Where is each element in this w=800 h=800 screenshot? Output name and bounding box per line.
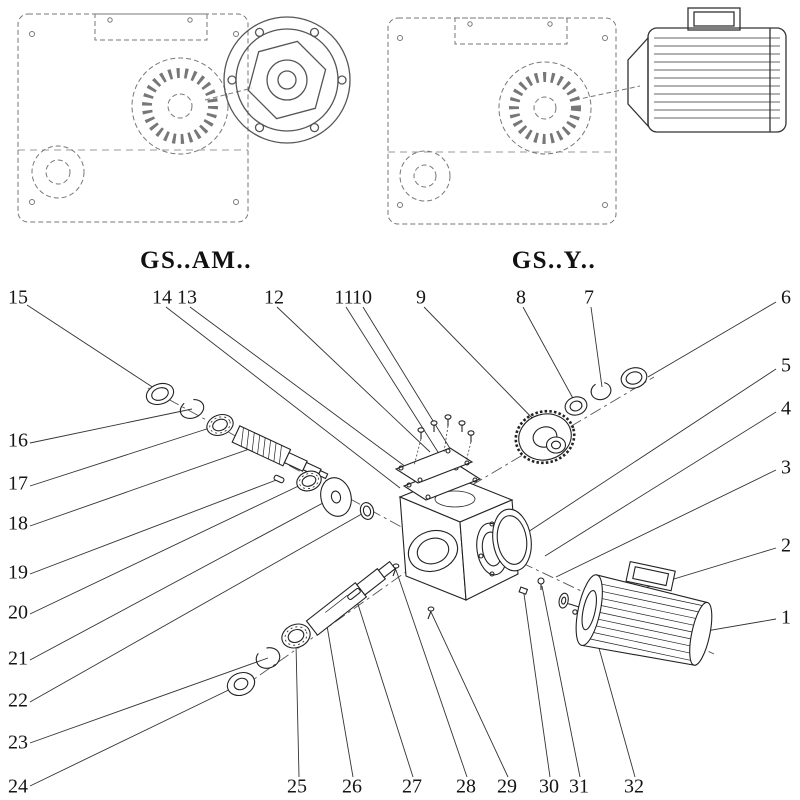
callout-26: 26 — [342, 775, 362, 798]
part-ring-small — [359, 502, 375, 520]
leader-lines — [26, 301, 777, 787]
part-housing-screws — [392, 563, 435, 620]
part-circlip-output — [590, 381, 612, 401]
callout-30: 30 — [539, 775, 559, 798]
callout-6: 6 — [781, 286, 791, 309]
part-motor-pinion — [558, 592, 569, 609]
part-plugs — [518, 577, 589, 615]
label-variant-am: GS..AM.. — [140, 247, 252, 274]
part-worm-wheel-disc — [320, 477, 352, 517]
callout-19: 19 — [8, 561, 28, 584]
label-variant-y: GS..Y.. — [511, 247, 597, 274]
callout-5: 5 — [781, 354, 791, 377]
part-washer-output — [564, 396, 588, 416]
callout-1: 1 — [781, 606, 791, 629]
callout-16: 16 — [8, 429, 28, 452]
callout-17: 17 — [8, 472, 28, 495]
part-worm-shaft — [231, 425, 329, 480]
callout-8: 8 — [516, 286, 526, 309]
part-bearing-2 — [296, 470, 322, 492]
callout-24: 24 — [8, 775, 28, 798]
gearbox-am-drawing — [17, 13, 253, 223]
part-output-gear — [514, 409, 576, 465]
callout-32: 32 — [624, 775, 644, 798]
callout-31: 31 — [569, 775, 589, 798]
part-washer-bottom — [226, 671, 256, 697]
callout-18: 18 — [8, 512, 28, 535]
callout-12: 12 — [264, 286, 284, 309]
gearbox-y-bolts — [397, 21, 608, 208]
callout-9: 9 — [416, 286, 426, 309]
part-circlip-bottom — [255, 647, 281, 669]
part-bearing-input — [206, 413, 234, 437]
part-cover-plates — [394, 447, 482, 501]
part-key-output — [347, 587, 361, 601]
part-key-input — [273, 474, 285, 484]
part-bearing-bottom — [281, 623, 311, 649]
part-oil-seal-input — [145, 382, 175, 406]
exploded-parts — [145, 367, 713, 697]
motor-terminal-box — [687, 7, 741, 31]
gearbox-y-drawing — [387, 17, 641, 225]
part-flange-gasket — [492, 508, 532, 572]
callout-27: 27 — [402, 775, 422, 798]
motor-drawing — [627, 7, 787, 133]
callout-21: 21 — [8, 647, 28, 670]
motor-terminal-box-exploded — [625, 560, 676, 592]
callout-10: 10 — [352, 286, 372, 309]
part-motor — [558, 560, 713, 666]
gearbox-am-bolts — [29, 17, 239, 205]
callout-13: 13 — [177, 286, 197, 309]
gearbox-am-flange — [223, 16, 351, 144]
part-circlip-input — [179, 399, 205, 419]
motor-fins — [654, 37, 780, 119]
callout-2: 2 — [781, 534, 791, 557]
part-cover-screws — [413, 414, 475, 467]
callout-29: 29 — [497, 775, 517, 798]
callout-15: 15 — [8, 286, 28, 309]
callout-4: 4 — [781, 397, 791, 420]
callout-3: 3 — [781, 456, 791, 479]
callout-11: 11 — [334, 286, 354, 309]
part-oil-seal-output — [620, 367, 648, 389]
callout-22: 22 — [8, 689, 28, 712]
callout-14: 14 — [152, 286, 172, 309]
callout-23: 23 — [8, 731, 28, 754]
callout-25: 25 — [287, 775, 307, 798]
callout-20: 20 — [8, 601, 28, 624]
callout-7: 7 — [584, 286, 594, 309]
callout-28: 28 — [456, 775, 476, 798]
